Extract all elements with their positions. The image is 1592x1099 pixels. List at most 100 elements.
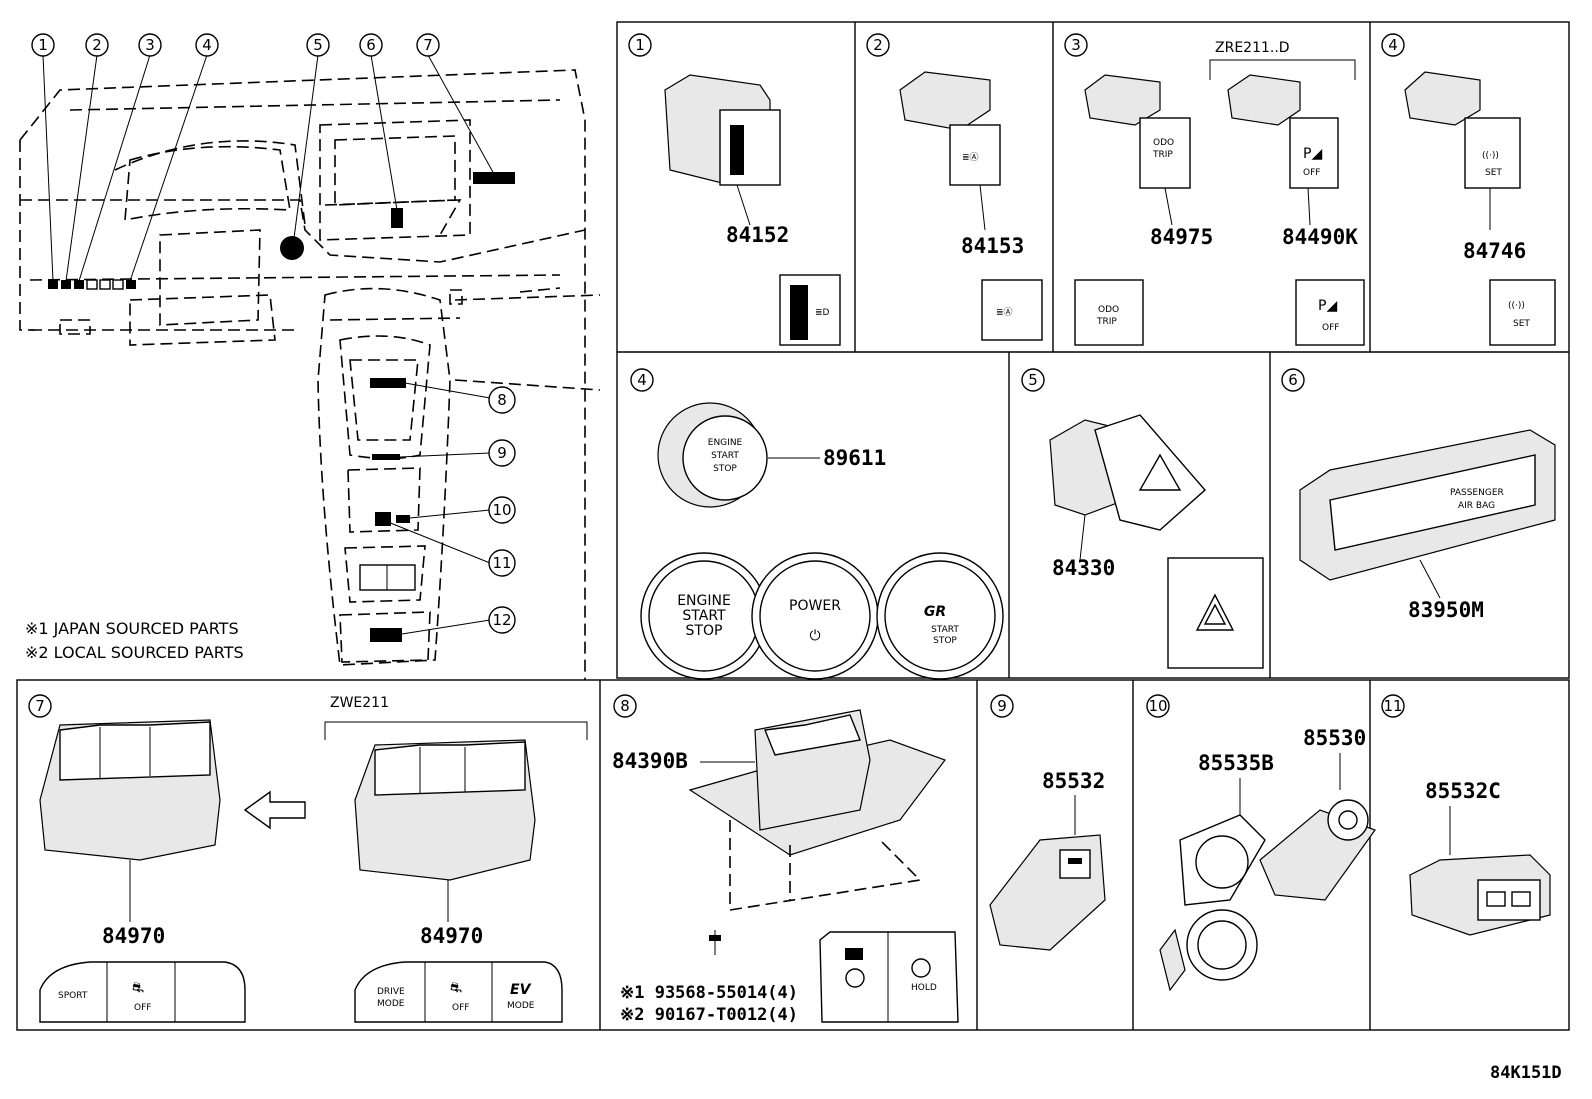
panel-6: 6 PASSENGER AIR BAG 83950M bbox=[1281, 368, 1556, 622]
panel-10-number: 10 bbox=[1148, 697, 1167, 715]
trip-icon-text: TRIP bbox=[1152, 150, 1173, 160]
overview-callouts: 1 2 3 4 5 6 7 8 9 10 11 12 bbox=[31, 33, 516, 635]
callout-8: 8 bbox=[497, 391, 507, 409]
panel-7: 7 ZWE211 84970 84970 SPORT ⛐ OFF DRIVE M… bbox=[28, 694, 588, 1023]
bolt-90167: ※2 90167-T0012(4) bbox=[620, 1005, 798, 1025]
stop-text: STOP bbox=[713, 464, 737, 474]
mode-label: MODE bbox=[507, 1001, 535, 1011]
off-label: OFF bbox=[452, 1003, 469, 1013]
panel-4-top: 4 ((·)) SET 84746 ((·)) SET bbox=[1381, 33, 1556, 346]
hold-label: HOLD bbox=[911, 983, 937, 993]
power-icon: ⏻ bbox=[809, 628, 820, 644]
dashboard-overview bbox=[19, 69, 601, 680]
callout-9: 9 bbox=[497, 444, 507, 462]
part-84390b: 84390B bbox=[612, 749, 688, 773]
odo-icon-text: ODO bbox=[1153, 138, 1174, 148]
panel-5: 5 84330 bbox=[1021, 368, 1264, 669]
panel-6-number: 6 bbox=[1288, 371, 1298, 389]
sport-label: SPORT bbox=[58, 991, 88, 1001]
panel-10: 10 85535B 85530 bbox=[1146, 694, 1376, 992]
callout-11: 11 bbox=[492, 554, 511, 572]
part-85532: 85532 bbox=[1042, 769, 1105, 793]
stop-text: STOP bbox=[686, 623, 723, 639]
drive-label: DRIVE bbox=[377, 987, 405, 997]
traction-icon: ⛐ bbox=[450, 980, 462, 996]
mode-label: MODE bbox=[377, 999, 405, 1009]
figure-code: 84K151D bbox=[1490, 1063, 1562, 1083]
callout-12: 12 bbox=[492, 611, 511, 629]
traction-icon: ⛐ bbox=[132, 980, 144, 996]
panel-5-number: 5 bbox=[1028, 371, 1038, 389]
off-label: OFF bbox=[1322, 323, 1339, 333]
part-84746: 84746 bbox=[1463, 239, 1526, 263]
note-japan-sourced: ※1 JAPAN SOURCED PARTS bbox=[25, 619, 239, 638]
steering-assist-icon: ((·)) bbox=[1482, 151, 1499, 161]
panel-9: 9 85532 bbox=[989, 694, 1106, 951]
callout-4: 4 bbox=[202, 36, 212, 54]
panel-3-number: 3 bbox=[1071, 36, 1081, 54]
panel-4-bottom: 4 ENGINE START STOP 89611 ENGINE START S… bbox=[630, 368, 1004, 680]
power-text: POWER bbox=[789, 598, 841, 614]
bolt-93568: ※1 93568-55014(4) bbox=[620, 983, 798, 1003]
note-local-sourced: ※2 LOCAL SOURCED PARTS bbox=[25, 643, 244, 662]
panel-7-number: 7 bbox=[35, 697, 45, 715]
part-83950m: 83950M bbox=[1408, 598, 1484, 622]
variant-zre211: ZRE211..D bbox=[1215, 40, 1290, 56]
part-89611: 89611 bbox=[823, 446, 886, 470]
panel-4-number: 4 bbox=[1388, 36, 1398, 54]
part-84970-a: 84970 bbox=[102, 924, 165, 948]
callout-10: 10 bbox=[492, 501, 511, 519]
part-84490k: 84490K bbox=[1282, 225, 1358, 249]
start-text: START bbox=[682, 608, 726, 624]
panel-8-number: 8 bbox=[620, 697, 630, 715]
parking-sensor-icon: P◢ bbox=[1318, 298, 1337, 314]
parking-sensor-icon: P◢ bbox=[1303, 146, 1322, 162]
part-84152: 84152 bbox=[726, 223, 789, 247]
panel-8: 8 84390B HOLD ※1 93568-55014(4) ※2 90167… bbox=[612, 694, 959, 1025]
panel-1-number: 1 bbox=[635, 36, 645, 54]
panel-4b-number: 4 bbox=[637, 371, 647, 389]
panel-9-number: 9 bbox=[997, 697, 1007, 715]
variant-zwe211: ZWE211 bbox=[330, 695, 389, 711]
part-85535b: 85535B bbox=[1198, 751, 1274, 775]
set-icon-text: SET bbox=[1485, 168, 1502, 178]
part-85532c: 85532C bbox=[1425, 779, 1501, 803]
callout-5: 5 bbox=[313, 36, 323, 54]
panel-2: 2 ≣Ⓐ 84153 ≣Ⓐ bbox=[866, 33, 1043, 341]
engine-text: ENGINE bbox=[708, 438, 743, 448]
off-icon-text: OFF bbox=[1303, 168, 1320, 178]
panel-3: 3 ZRE211..D ODO TRIP 84975 P◢ OFF 84490K… bbox=[1064, 33, 1365, 346]
panel-11: 11 85532C bbox=[1381, 694, 1551, 936]
part-84975: 84975 bbox=[1150, 225, 1213, 249]
callout-6: 6 bbox=[366, 36, 376, 54]
airbag-label: AIR BAG bbox=[1458, 501, 1495, 511]
light-icon: ≣D bbox=[815, 308, 830, 318]
steering-assist-icon: ((·)) bbox=[1508, 301, 1525, 311]
part-84153: 84153 bbox=[961, 234, 1024, 258]
callout-1: 1 bbox=[38, 36, 48, 54]
panel-1: 1 84152 ≣D bbox=[628, 33, 841, 346]
headlight-leveling-icon: ≣Ⓐ bbox=[996, 307, 1013, 318]
panel-2-number: 2 bbox=[873, 36, 883, 54]
engine-text: ENGINE bbox=[677, 593, 731, 609]
gr-logo: GR bbox=[924, 604, 946, 620]
stop-text: STOP bbox=[933, 636, 957, 646]
passenger-label: PASSENGER bbox=[1450, 488, 1504, 498]
headlight-leveling-icon: ≣Ⓐ bbox=[962, 152, 979, 163]
off-label: OFF bbox=[134, 1003, 151, 1013]
ev-label: EV bbox=[510, 982, 532, 998]
panel-frames bbox=[16, 21, 1570, 1031]
start-text: START bbox=[931, 625, 959, 635]
callout-2: 2 bbox=[92, 36, 102, 54]
part-85530: 85530 bbox=[1303, 726, 1366, 750]
start-text: START bbox=[711, 451, 739, 461]
part-84970-b: 84970 bbox=[420, 924, 483, 948]
odo-label: ODO bbox=[1098, 305, 1119, 315]
set-label: SET bbox=[1513, 319, 1530, 329]
callout-3: 3 bbox=[145, 36, 155, 54]
part-84330: 84330 bbox=[1052, 556, 1115, 580]
trip-label: TRIP bbox=[1096, 317, 1117, 327]
callout-7: 7 bbox=[423, 36, 433, 54]
panel-11-number: 11 bbox=[1383, 697, 1402, 715]
